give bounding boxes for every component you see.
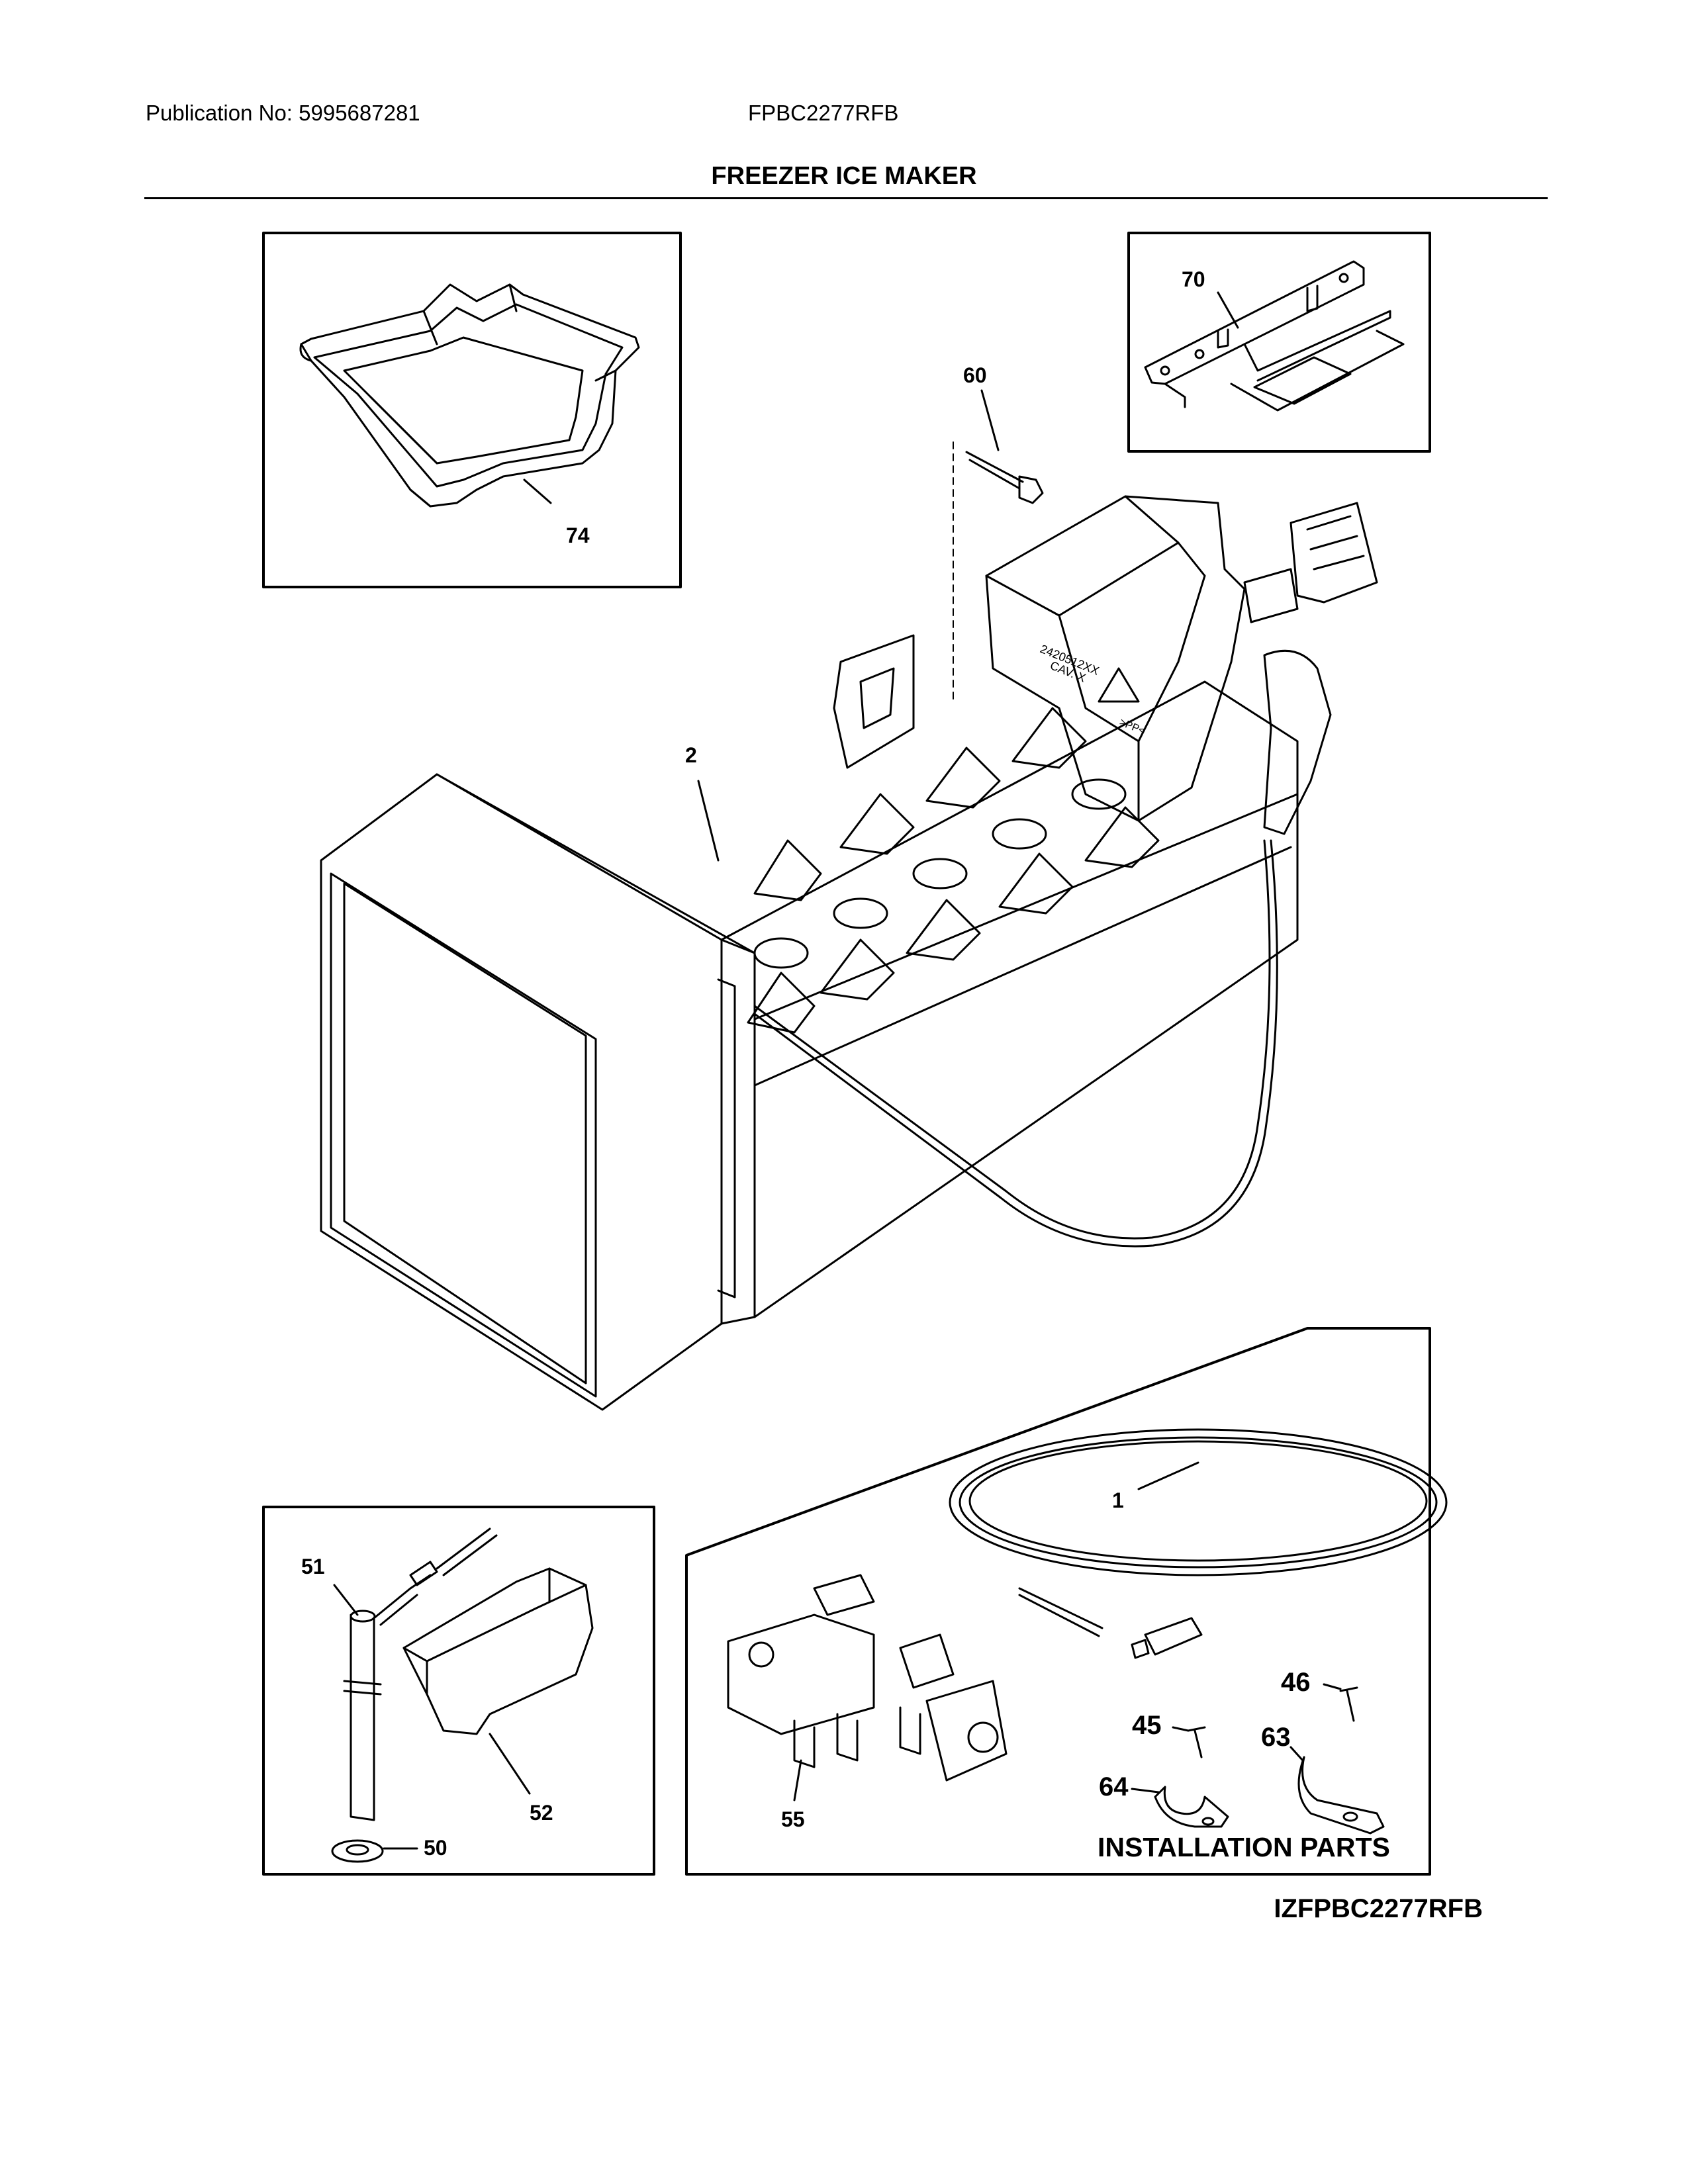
- leader-55: [793, 1759, 802, 1801]
- ice-maker-assembly: 2420512XX CAV. X >PP< 2: [320, 495, 1378, 1411]
- callout-64: 64: [1099, 1772, 1129, 1801]
- screw-head: [1018, 475, 1044, 504]
- leader-64: [1131, 1788, 1160, 1794]
- ice-bucket-drawing: [299, 283, 640, 508]
- leader-60: [980, 389, 1000, 451]
- callout-74: 74: [566, 523, 590, 547]
- callout-45: 45: [1132, 1711, 1162, 1740]
- leader-1: [1137, 1461, 1199, 1490]
- callout-51: 51: [301, 1555, 325, 1578]
- washer: [331, 1839, 384, 1863]
- leader-2: [697, 780, 720, 862]
- ice-cups: [753, 778, 1127, 969]
- fill-tube: [343, 1527, 498, 1821]
- recycle-icon: [1098, 667, 1140, 703]
- inset-box-ice-bucket: 74: [262, 232, 682, 588]
- screw-46: [1339, 1686, 1358, 1722]
- leader-74: [523, 478, 552, 504]
- model-number: FPBC2277RFB: [748, 101, 899, 125]
- wire-harness-connector: [1243, 502, 1378, 623]
- water-valve: [727, 1574, 1008, 1782]
- control-housing: [320, 773, 723, 1411]
- screw-60: 60: [953, 363, 1044, 702]
- callout-1: 1: [1112, 1488, 1124, 1512]
- mounting-bracket-drawing: [1144, 260, 1405, 412]
- leader-70: [1217, 291, 1239, 329]
- callout-52: 52: [530, 1801, 553, 1825]
- screw-shank: [965, 451, 1024, 490]
- thermostat-cover: [1263, 649, 1332, 835]
- leader-46: [1323, 1683, 1342, 1690]
- mounting-tab: [833, 634, 915, 769]
- installation-parts-label: INSTALLATION PARTS: [1098, 1832, 1390, 1862]
- leader-45: [1172, 1726, 1190, 1732]
- callout-63: 63: [1261, 1723, 1291, 1752]
- water-tube-coil: [949, 1428, 1448, 1659]
- callout-60: 60: [963, 363, 987, 387]
- diagram-code: IZFPBC2277RFB: [1274, 1894, 1483, 1923]
- publication-number: Publication No: 5995687281: [146, 101, 420, 125]
- ice-mold: [720, 680, 1299, 1318]
- inset-box-mounting-bracket: 70: [1127, 232, 1431, 453]
- callout-2: 2: [685, 743, 697, 767]
- leader-51: [333, 1584, 359, 1616]
- leader-63: [1289, 1746, 1304, 1762]
- clamp-63: [1297, 1756, 1385, 1835]
- callout-46: 46: [1281, 1668, 1311, 1697]
- ejector-fingers: [747, 707, 1160, 1034]
- callout-50: 50: [424, 1836, 447, 1860]
- control-housing-cover: [330, 872, 597, 1398]
- power-cord: [753, 839, 1271, 1240]
- installation-parts-panel: 1 55 46 63 45 64 INSTAL: [685, 1327, 1448, 1876]
- screw-45: [1187, 1726, 1206, 1758]
- clamp-64: [1154, 1786, 1229, 1828]
- callout-70: 70: [1182, 267, 1205, 291]
- page-title: FREEZER ICE MAKER: [711, 162, 977, 190]
- fill-cup: 2420512XX CAV. X >PP<: [985, 495, 1246, 822]
- fill-tube-heater-cover: [402, 1567, 594, 1735]
- leader-52: [489, 1733, 531, 1795]
- callout-55: 55: [781, 1807, 805, 1831]
- inset-box-fill-tube: 51 52 50: [262, 1506, 655, 1876]
- title-divider: [144, 197, 1548, 199]
